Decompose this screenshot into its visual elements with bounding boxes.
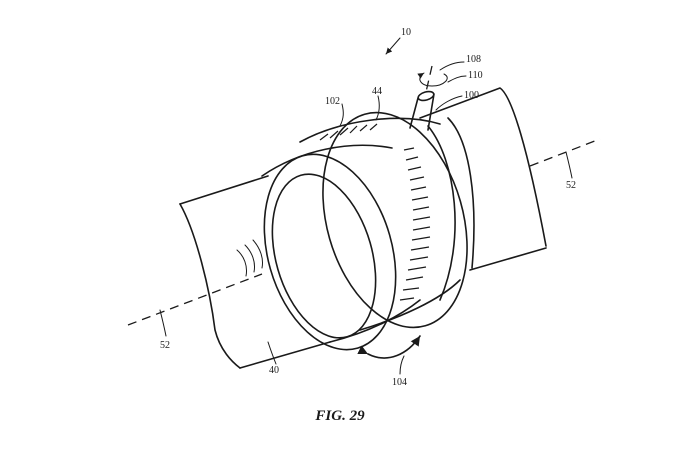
stem-axis (425, 65, 433, 93)
leader-lines (159, 61, 573, 375)
knurling (319, 123, 431, 301)
label-stem-axis: 108 (466, 54, 481, 65)
label-ring-rotation: 104 (392, 377, 407, 388)
label-assembly: 10 (401, 27, 411, 38)
left-shaft (179, 175, 331, 369)
stem (409, 90, 435, 131)
assembly-arrow (385, 37, 401, 55)
label-stem: 100 (464, 90, 479, 101)
label-stem-rotation: 110 (468, 70, 483, 81)
label-axis-left: 52 (160, 340, 170, 351)
right-shaft (419, 87, 547, 271)
label-shaft: 40 (269, 365, 279, 376)
ring-rotation-arrow (357, 335, 421, 359)
stem-rotation-arrow (417, 72, 448, 87)
label-ring: 44 (372, 86, 382, 97)
knurled-ring (299, 111, 468, 331)
figure-caption: FIG. 29 (314, 408, 365, 424)
central-axis (127, 138, 601, 326)
collar (261, 144, 421, 351)
label-ring-face: 102 (325, 96, 340, 107)
label-axis-right: 52 (566, 180, 576, 191)
